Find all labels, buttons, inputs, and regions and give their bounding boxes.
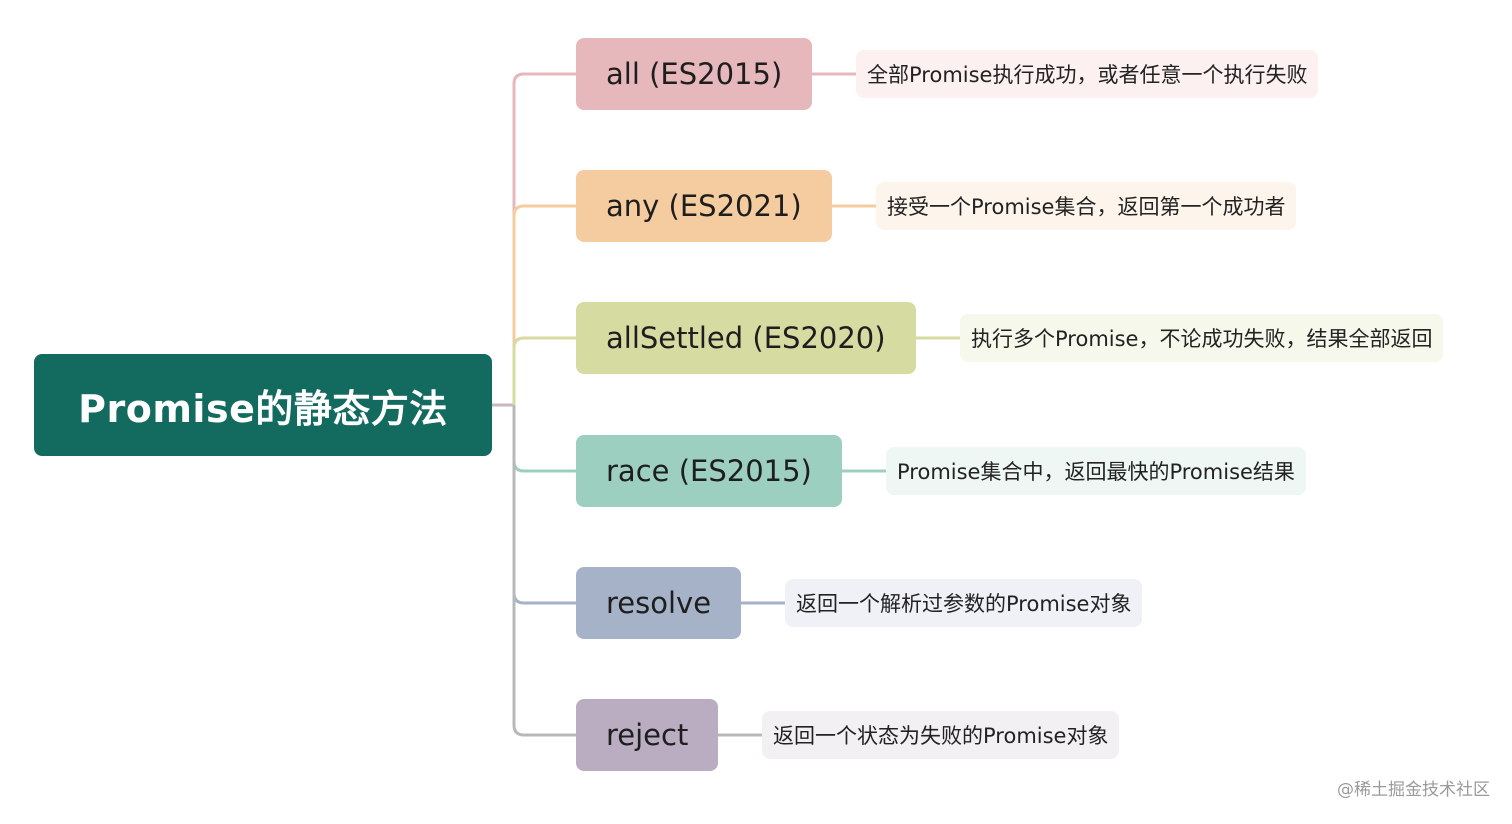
- branch-topic-label: all (ES2015): [606, 57, 783, 91]
- description-label: 接受一个Promise集合，返回第一个成功者: [887, 195, 1286, 219]
- description-race[interactable]: Promise集合中，返回最快的Promise结果: [886, 447, 1306, 495]
- connector-branch-1: [512, 204, 576, 405]
- branch-topic-label: any (ES2021): [606, 189, 802, 223]
- description-allsettled[interactable]: 执行多个Promise，不论成功失败，结果全部返回: [960, 314, 1444, 362]
- connector-branch-2: [512, 336, 576, 405]
- connector-group: [492, 72, 960, 737]
- branch-topic-label: allSettled (ES2020): [606, 321, 886, 355]
- connector-branch-3: [512, 405, 576, 473]
- description-resolve[interactable]: 返回一个解析过参数的Promise对象: [785, 579, 1143, 627]
- branch-topic-label: resolve: [606, 586, 712, 620]
- watermark: @稀土掘金技术社区: [1337, 780, 1490, 800]
- description-label: 执行多个Promise，不论成功失败，结果全部返回: [971, 327, 1433, 351]
- root-topic[interactable]: Promise的静态方法: [34, 354, 492, 456]
- branch-topic-race[interactable]: race (ES2015): [576, 435, 842, 507]
- connector-branch-4: [512, 405, 576, 605]
- branch-topic-label: reject: [606, 718, 689, 752]
- branch-topic-any[interactable]: any (ES2021): [576, 170, 832, 242]
- branch-topic-label: race (ES2015): [606, 454, 812, 488]
- description-label: 返回一个状态为失败的Promise对象: [773, 724, 1109, 748]
- connector-branch-5: [512, 405, 576, 737]
- branch-topic-resolve[interactable]: resolve: [576, 567, 742, 639]
- description-reject[interactable]: 返回一个状态为失败的Promise对象: [762, 711, 1120, 759]
- root-topic-label: Promise的静态方法: [78, 386, 448, 431]
- description-any[interactable]: 接受一个Promise集合，返回第一个成功者: [876, 182, 1297, 230]
- connector-branch-0: [512, 72, 576, 405]
- branch-topic-allsettled[interactable]: allSettled (ES2020): [576, 302, 916, 374]
- description-label: Promise集合中，返回最快的Promise结果: [897, 460, 1295, 484]
- description-all[interactable]: 全部Promise执行成功，或者任意一个执行失败: [856, 50, 1319, 98]
- branch-topic-all[interactable]: all (ES2015): [576, 38, 813, 110]
- description-label: 全部Promise执行成功，或者任意一个执行失败: [867, 63, 1308, 87]
- branch-topic-reject[interactable]: reject: [576, 699, 719, 771]
- description-label: 返回一个解析过参数的Promise对象: [796, 592, 1132, 616]
